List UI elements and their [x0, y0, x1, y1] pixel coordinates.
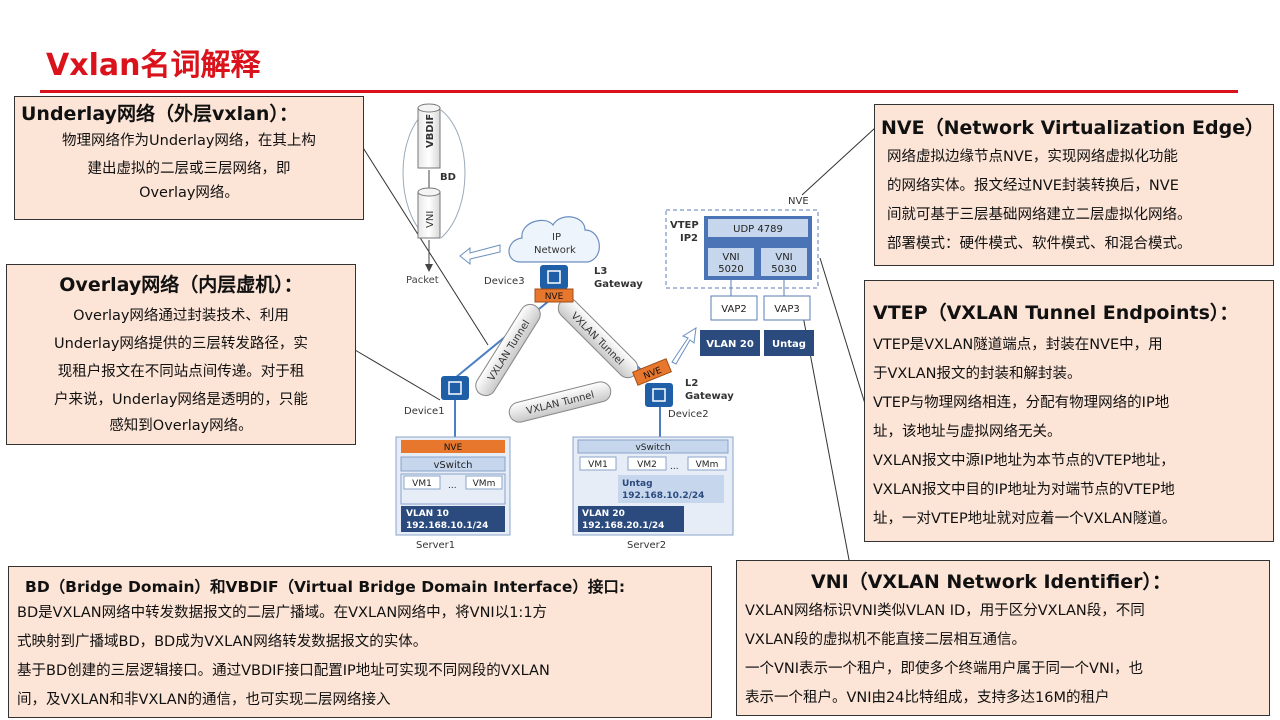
- server2-untag: Untag: [622, 479, 653, 489]
- vtep-callout: VTEP（VXLAN Tunnel Endpoints）： VTEP是VXLAN…: [864, 280, 1274, 542]
- overlay-line-5: 感知到Overlay网络。: [109, 418, 253, 434]
- nve-callout: NVE（Network Virtualization Edge） 网络虚拟边缘节…: [874, 104, 1274, 266]
- gateway-l2-label: Gateway: [685, 391, 734, 402]
- slide-title: Vxlan名词解释: [46, 48, 261, 83]
- overlay-heading: Overlay网络（内层虚机）：: [59, 274, 303, 296]
- underlay-callout: Underlay网络（外层vxlan）： 物理网络作为Underlay网络，在其…: [14, 96, 364, 220]
- overlay-callout: Overlay网络（内层虚机）： Overlay网络通过封装技术、利用 Unde…: [6, 264, 356, 445]
- server2: vSwitch VM1 VM2 ... VMm Untag 192.168.10…: [572, 436, 734, 551]
- vbdif-stack: VBDIF BD VNI Packet: [402, 103, 466, 286]
- device1-label: Device1: [404, 406, 445, 417]
- ip-network-cloud: IP Network: [459, 216, 600, 266]
- vtep-line-5: VXLAN报文中源IP地址为本节点的VTEP地址，: [873, 453, 1175, 469]
- underlay-heading: Underlay网络（外层vxlan）：: [21, 103, 298, 125]
- vtep-line-4: 址，该地址与虚拟网络无关。: [873, 424, 1062, 440]
- server2-vm2: VM2: [637, 460, 657, 470]
- vlan20-label: VLAN 20: [706, 339, 754, 350]
- title-underline: [40, 90, 1238, 93]
- server1-ip: 192.168.10.1/24: [406, 521, 488, 531]
- server2-ip: 192.168.20.1/24: [582, 521, 664, 531]
- callout-connectors: [354, 127, 876, 566]
- vtep-line-3: VTEP与物理网络相连，分配有物理网络的IP地: [873, 395, 1170, 411]
- l2-label: L2: [685, 378, 698, 389]
- server2-vswitch-label: vSwitch: [635, 443, 670, 453]
- network-label: Network: [534, 245, 576, 256]
- vtep-line-6: VXLAN报文中目的IP地址为对端节点的VTEP地: [873, 482, 1175, 498]
- bd-label: BD: [440, 172, 456, 183]
- device3-l3-gateway: NVE Device3 L3 Gateway: [484, 265, 643, 303]
- vtep-line-7: 址，一对VTEP地址就对应着一个VXLAN隧道。: [873, 511, 1177, 527]
- bd-line-3: 基于BD创建的三层逻辑接口。通过VBDIF接口配置IP地址可实现不同网段的VXL…: [17, 663, 550, 679]
- vni-heading: VNI（VXLAN Network Identifier）：: [811, 571, 1171, 593]
- nve-detail: NVE VTEP IP2 UDP 4789 VNI 5020 VNI 5030 …: [665, 196, 819, 356]
- gateway-l3-label: Gateway: [594, 279, 643, 290]
- vni-5030-label: VNI: [775, 252, 792, 263]
- server1-vm1: VM1: [412, 479, 432, 489]
- device1: Device1: [404, 376, 469, 417]
- underlay-line-1: 物理网络作为Underlay网络，在其上构: [62, 133, 316, 149]
- bd-callout: BD（Bridge Domain）和VBDIF（Virtual Bridge D…: [8, 566, 712, 718]
- vni-5020-value: 5020: [718, 264, 743, 275]
- ip2-label: IP2: [680, 233, 698, 244]
- bd-line-2: 式映射到广播域BD，BD成为VXLAN网络转发数据报文的实体。: [17, 634, 428, 650]
- vap2-label: VAP2: [721, 304, 746, 315]
- server2-untag-ip: 192.168.10.2/24: [622, 491, 704, 501]
- nve-line-3: 间就可基于三层基础网络建立二层虚拟化网络。: [887, 207, 1192, 223]
- server1-vswitch-label: vSwitch: [434, 460, 473, 471]
- device3-label: Device3: [484, 276, 525, 287]
- vni-line-1: VXLAN网络标识VNI类似VLAN ID，用于区分VXLAN段，不同: [745, 603, 1145, 619]
- server2-vmm: VMm: [696, 460, 719, 470]
- tunnel-label-left: VXLAN Tunnel: [486, 318, 532, 383]
- server2-label: Server2: [627, 540, 666, 551]
- bd-line-1: BD是VXLAN网络中转发数据报文的二层广播域。在VXLAN网络中，将VNI以1…: [17, 605, 548, 621]
- vni-5020-label: VNI: [722, 252, 739, 263]
- nve-line-2: 的网络实体。报文经过NVE封装转换后，NVE: [887, 178, 1179, 194]
- vbdif-label: VBDIF: [425, 114, 436, 148]
- untag-label: Untag: [772, 339, 806, 350]
- nve-line-4: 部署模式：硬件模式、软件模式、和混合模式。: [887, 236, 1192, 252]
- vni-line-4: 表示一个租户。VNI由24比特组成，支持多达16M的租户: [745, 690, 1110, 706]
- server1-nve-label: NVE: [444, 443, 463, 453]
- nve-line-1: 网络虚拟边缘节点NVE，实现网络虚拟化功能: [887, 149, 1178, 165]
- device2-label: Device2: [668, 409, 709, 420]
- nve-device3-label: NVE: [545, 292, 564, 302]
- nve-heading: NVE（Network Virtualization Edge）: [881, 117, 1265, 139]
- server1-ellipsis: ...: [448, 481, 457, 491]
- server1-vmm: VMm: [473, 479, 496, 489]
- server1-label: Server1: [416, 540, 455, 551]
- vni-line-3: 一个VNI表示一个租户，即使多个终端用户属于同一个VNI，也: [745, 661, 1144, 677]
- tunnel-label-right: VXLAN Tunnel: [568, 311, 625, 368]
- vtep-heading: VTEP（VXLAN Tunnel Endpoints）：: [873, 302, 1239, 324]
- vni-5030-value: 5030: [771, 264, 796, 275]
- udp-port-label: UDP 4789: [733, 224, 783, 235]
- l3-label: L3: [594, 266, 607, 277]
- overlay-line-4: 户来说，Underlay网络是透明的，只能: [54, 392, 308, 408]
- vni-callout: VNI（VXLAN Network Identifier）： VXLAN网络标识…: [736, 560, 1270, 716]
- nve-detail-label: NVE: [788, 196, 809, 207]
- vxlan-tunnels: VXLAN Tunnel VXLAN Tunnel VXLAN Tunnel: [475, 297, 639, 423]
- ip-label: IP: [552, 232, 561, 243]
- vap3-label: VAP3: [774, 304, 799, 315]
- packet-label: Packet: [406, 275, 439, 286]
- underlay-line-2: 建出虚拟的二层或三层网络，即: [87, 161, 291, 177]
- vtep-label: VTEP: [670, 220, 699, 231]
- vtep-line-2: 于VXLAN报文的封装和解封装。: [873, 366, 1082, 382]
- vni-stack-label: VNI: [425, 211, 436, 228]
- overlay-line-3: 现租户报文在不同站点间传递。对于租: [57, 364, 305, 380]
- server2-vlan: VLAN 20: [582, 509, 625, 519]
- bd-line-4: 间，及VXLAN和非VXLAN的通信，也可实现二层网络接入: [17, 692, 391, 708]
- overlay-line-1: Overlay网络通过封装技术、利用: [73, 308, 289, 324]
- server2-ellipsis: ...: [670, 462, 679, 472]
- overlay-line-2: Underlay网络提供的三层转发路径，实: [54, 336, 308, 352]
- server2-vm1: VM1: [588, 460, 608, 470]
- vtep-line-1: VTEP是VXLAN隧道端点，封装在NVE中，用: [873, 337, 1163, 353]
- server1-vlan: VLAN 10: [406, 509, 449, 519]
- server1: NVE vSwitch VM1 ... VMm VLAN 10 192.168.…: [395, 436, 511, 551]
- bd-heading: BD（Bridge Domain）和VBDIF（Virtual Bridge D…: [25, 578, 626, 596]
- underlay-line-3: Overlay网络。: [139, 185, 239, 201]
- vni-line-2: VXLAN段的虚拟机不能直接二层相互通信。: [745, 632, 1027, 648]
